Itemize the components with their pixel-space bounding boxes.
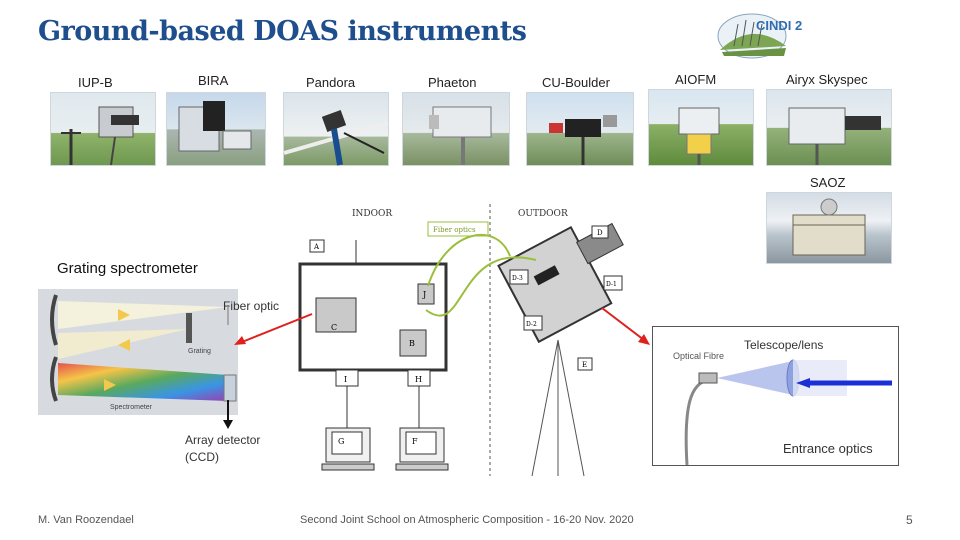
red-arrow-icon	[234, 313, 313, 345]
instrument-photo-icon	[678, 107, 720, 165]
box-g-label: G	[338, 437, 344, 446]
array-detector-label: Array detector (CCD)	[185, 433, 261, 464]
photo-bira	[166, 92, 266, 166]
telescope-lens-heading: Telescope/lens	[744, 338, 824, 352]
box-b-label: B	[409, 339, 415, 348]
instrument-photo-icon	[283, 110, 389, 166]
optical-fibre-label: Optical Fibre	[673, 351, 724, 361]
box-a-label: A	[313, 243, 320, 251]
label-iup-b: IUP-B	[78, 75, 113, 90]
grating-spectrometer-diagram: Grating Spectrometer	[38, 289, 238, 415]
telescope-box: Optical Fibre	[652, 326, 899, 466]
arrow-to-spectrometer	[232, 312, 314, 346]
photo-airyx-skyspec	[766, 89, 892, 166]
footer-author: M. Van Roozendael	[38, 514, 134, 526]
box-h-label: H	[415, 375, 422, 384]
cindi-logo-icon: CINDI 2	[717, 13, 802, 59]
entrance-optics-label: Entrance optics	[783, 441, 873, 456]
logo-text: CINDI 2	[756, 18, 802, 33]
photo-cu-boulder	[526, 92, 634, 166]
box-d1-label: D-1	[606, 281, 617, 288]
box-i-label: I	[344, 375, 347, 384]
cindi-logo: CINDI 2	[708, 10, 802, 62]
instrument-photo-icon	[178, 101, 252, 152]
doas-schematic: INDOOR OUTDOOR Fiber optics C B J A I H …	[296, 200, 626, 480]
instrument-photo-icon	[792, 198, 866, 256]
instrument-photo-icon	[788, 107, 881, 165]
box-d-label: D	[597, 229, 603, 237]
label-aiofm: AIOFM	[675, 72, 717, 87]
box-j-label: J	[422, 290, 426, 299]
fiber-optic-label: Fiber optic	[223, 299, 280, 313]
outdoor-label: OUTDOOR	[518, 209, 568, 219]
arrow-to-detector	[221, 400, 235, 430]
arrow-to-telescope	[600, 306, 652, 346]
grating-spectrometer-heading: Grating spectrometer	[57, 260, 198, 277]
slide-title: Ground-based DOAS instruments	[38, 16, 527, 47]
indoor-label: INDOOR	[352, 209, 392, 219]
photo-phaeton	[402, 92, 510, 166]
label-saoz: SAOZ	[810, 175, 846, 190]
photo-iup-b	[50, 92, 156, 166]
box-f-label: F	[412, 437, 418, 446]
grating-inner-label: Grating	[188, 348, 211, 355]
label-phaeton: Phaeton	[428, 75, 477, 90]
instrument-photo-icon	[549, 115, 617, 165]
label-airyx-skyspec: Airyx Skyspec	[786, 72, 868, 87]
box-c-label: C	[331, 323, 337, 332]
entrance-optics-icon: Optical Fibre	[673, 351, 847, 466]
box-d3-label: D-3	[512, 275, 523, 282]
spectrometer-inner-label: Spectrometer	[110, 404, 153, 411]
instrument-photo-icon	[61, 106, 139, 166]
photo-aiofm	[648, 89, 754, 166]
box-e-label: E	[582, 361, 587, 369]
box-d2-label: D-2	[526, 321, 537, 328]
blue-arrow-icon	[796, 378, 892, 388]
schematic-drawing-icon: INDOOR OUTDOOR Fiber optics C B J A I H …	[298, 204, 624, 477]
label-pandora: Pandora	[306, 75, 356, 90]
red-arrow-icon	[601, 307, 650, 345]
photo-pandora	[283, 92, 389, 166]
spectrometer-optics-icon: Grating Spectrometer	[50, 294, 237, 411]
fiber-pointer	[226, 305, 240, 325]
photo-saoz	[766, 192, 892, 264]
page-number: 5	[906, 513, 913, 527]
instrument-photo-icon	[429, 106, 492, 165]
incoming-light-arrow	[796, 375, 894, 388]
footer-event: Second Joint School on Atmospheric Compo…	[300, 514, 634, 526]
label-cu-boulder: CU-Boulder	[542, 75, 610, 90]
fiber-optics-label: Fiber optics	[433, 226, 476, 234]
label-bira: BIRA	[198, 73, 229, 88]
pointer-line-icon	[227, 305, 229, 325]
black-arrow-icon	[223, 400, 233, 429]
